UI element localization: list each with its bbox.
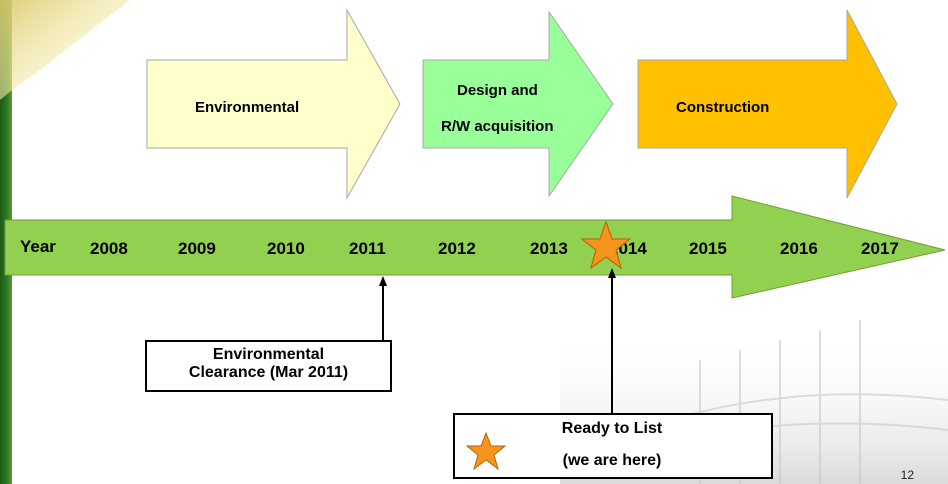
ready-to-list-callout [453,413,773,479]
legend-star-icon [466,431,506,471]
year-label: 2010 [267,239,305,258]
timeline-arrow [4,195,946,299]
environmental-phase-arrow [146,8,401,200]
year-label: 2009 [178,239,216,258]
design-phase-label-line1: Design and [457,82,538,99]
clearance-pointer [379,276,387,340]
ready-pointer [608,268,616,413]
design-phase-label-line2: R/W acquisition [441,118,554,135]
environmental-phase-label: Environmental [195,99,300,116]
ready-to-list-line1: Ready to List [561,420,663,437]
year-label: 2011 [349,239,386,258]
page-number: 12 [900,468,914,482]
year-label: 2008 [90,239,128,258]
year-label: 2012 [438,239,476,258]
ready-to-list-line2: (we are here) [562,452,662,469]
environmental-clearance-line2: Clearance (Mar 2011) [188,364,349,381]
design-phase-arrow [422,10,614,198]
year-label: 2017 [861,239,899,258]
year-label: 2013 [530,239,568,258]
year-label: 2016 [780,239,818,258]
environmental-clearance-callout [145,340,392,392]
construction-phase-label: Construction [676,99,770,116]
construction-phase-arrow [637,9,898,199]
timeline-label: Year [20,237,56,256]
year-label: 2015 [689,239,727,258]
top-left-glow [0,0,130,100]
year-label: 2014 [609,239,647,258]
environmental-clearance-line1: Environmental [212,346,325,363]
